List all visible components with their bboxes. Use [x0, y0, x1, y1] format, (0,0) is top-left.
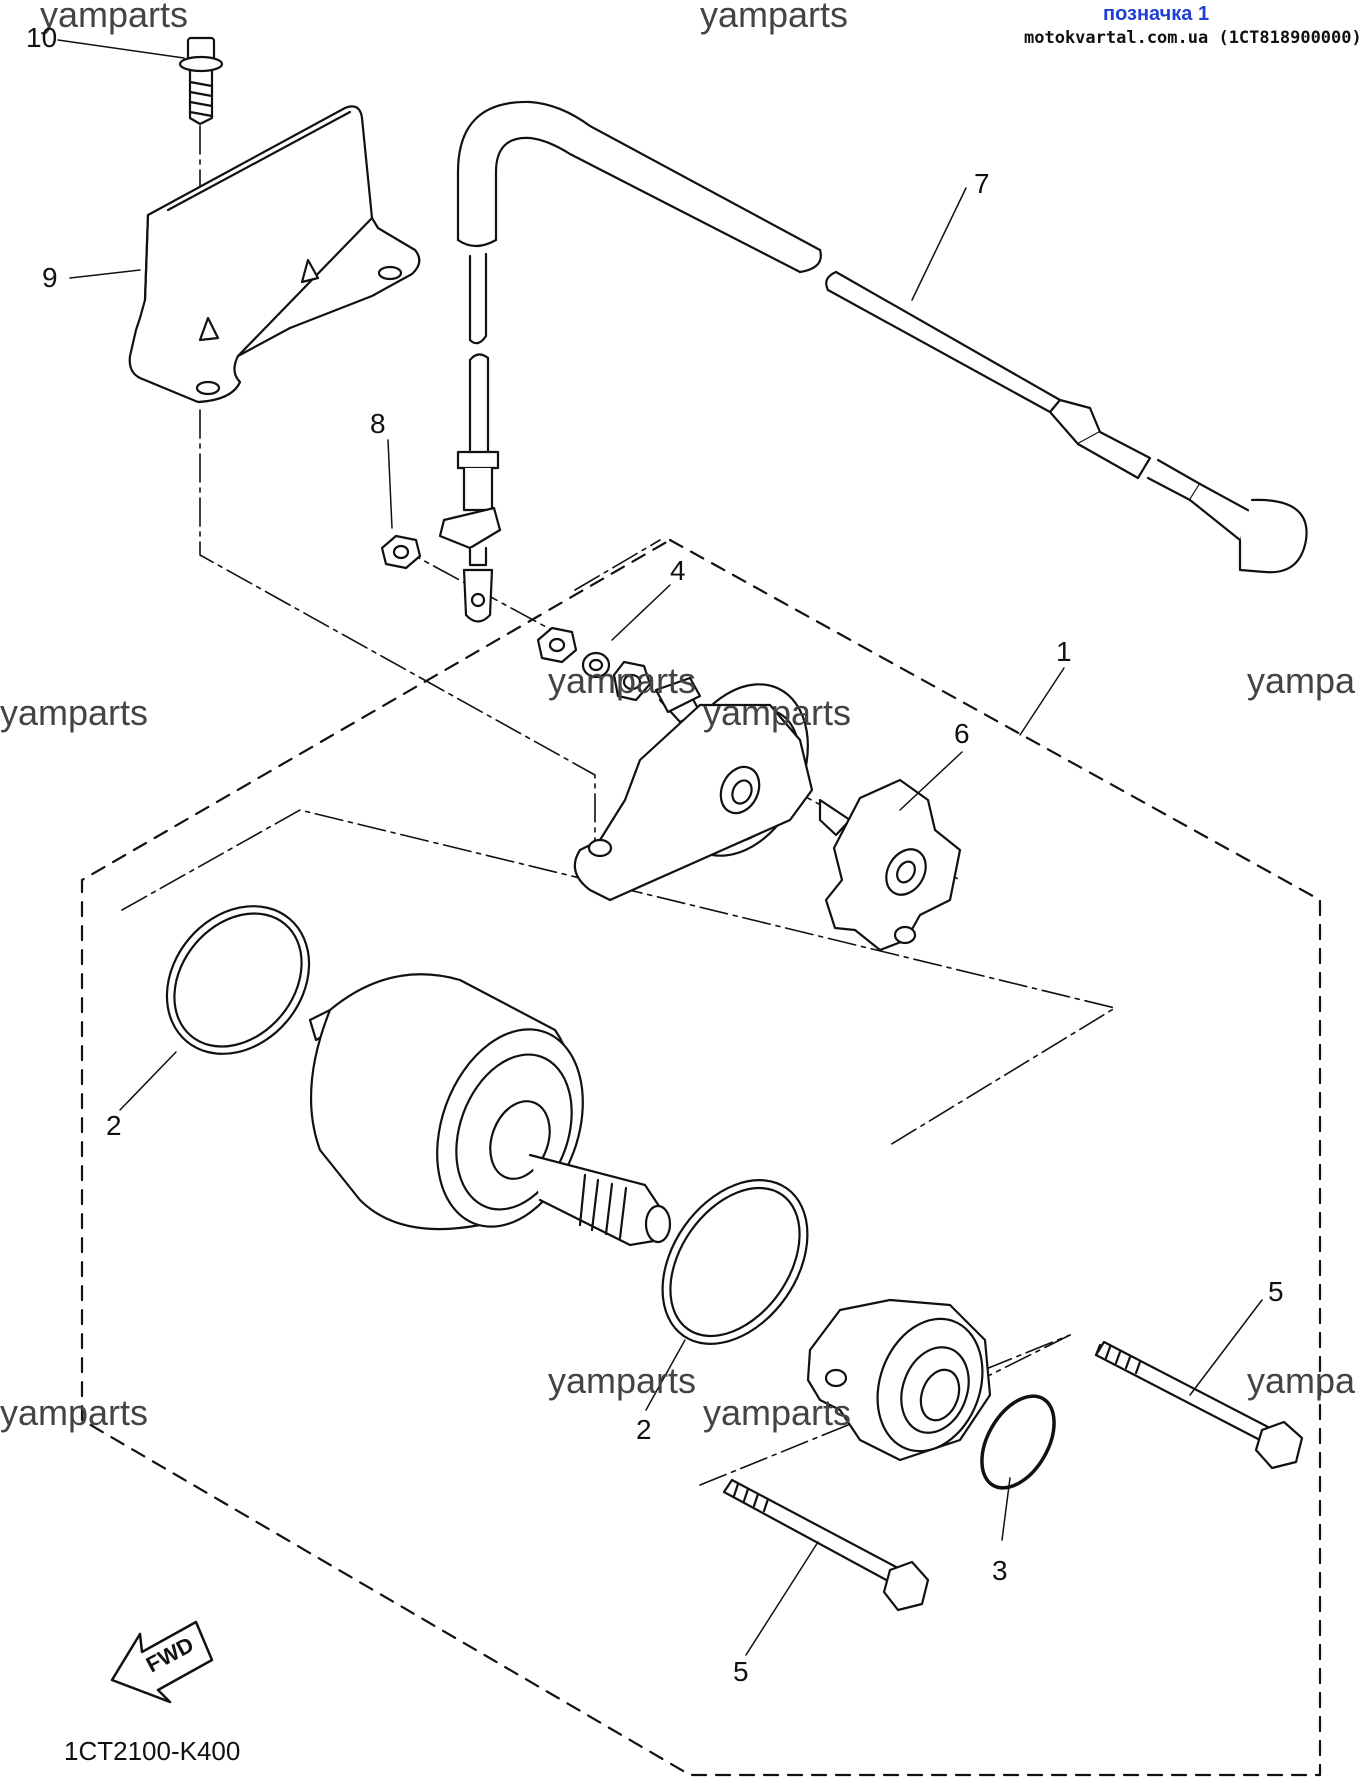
callout-9: 9: [42, 262, 58, 293]
brush-holder-6: [818, 778, 962, 952]
watermark: yampa: [1247, 1360, 1356, 1401]
watermark: yampa: [1247, 660, 1356, 701]
watermark: yamparts: [703, 1392, 852, 1433]
o-ring-2-right: [661, 1179, 809, 1345]
motor-yoke: [308, 973, 672, 1247]
bracket-9: [128, 105, 421, 404]
watermark: yamparts: [40, 0, 189, 35]
rear-cover: [806, 1298, 992, 1462]
callout-10: 10: [26, 22, 58, 53]
terminal-nut-4: [536, 626, 652, 702]
o-ring-3: [980, 1394, 1056, 1490]
watermark: yamparts: [548, 660, 697, 701]
nut-8: [380, 534, 422, 570]
reference-badge: позначка 1: [1103, 3, 1210, 25]
callout-2-right: 2: [636, 1414, 652, 1445]
watermark: yamparts: [548, 1360, 697, 1401]
watermark: yamparts: [0, 1392, 149, 1433]
long-bolt-5-right: [1094, 1340, 1304, 1470]
callout-7: 7: [974, 168, 990, 199]
long-bolt-5-left: [722, 1478, 930, 1612]
callout-6: 6: [954, 718, 970, 749]
watermark: yamparts: [700, 0, 849, 35]
diagram-code: 1CT2100-K400: [64, 1736, 241, 1766]
cable-7: [438, 100, 1308, 623]
callout-5-left: 5: [733, 1656, 749, 1687]
watermark: yamparts: [703, 692, 852, 733]
callout-2-left: 2: [106, 1110, 122, 1141]
watermark: yamparts: [0, 692, 149, 733]
assembly-outline: [80, 538, 1322, 1777]
leader-lines: [57, 39, 1263, 1656]
callout-8: 8: [370, 408, 386, 439]
site-reference: motokvartal.com.ua (1CT818900000): [1024, 28, 1362, 48]
callout-3: 3: [992, 1555, 1008, 1586]
callout-4: 4: [670, 555, 686, 586]
front-cover: [573, 676, 814, 902]
bolt-10: [178, 36, 224, 126]
fwd-arrow: [110, 1620, 214, 1704]
callout-5-right: 5: [1268, 1276, 1284, 1307]
o-ring-2-left: [165, 905, 311, 1055]
callout-1: 1: [1056, 636, 1072, 667]
